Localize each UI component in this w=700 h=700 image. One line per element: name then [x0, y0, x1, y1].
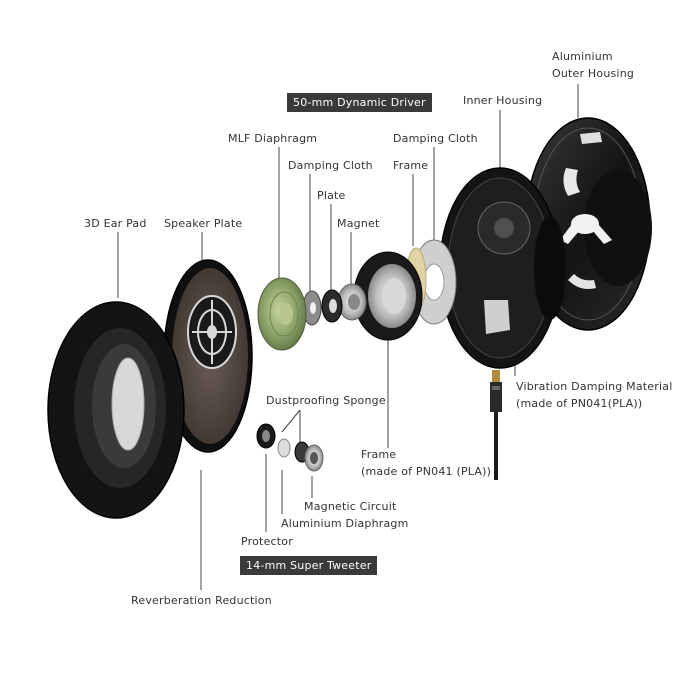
- label-aluminium-diaphragm: Aluminium Diaphragm: [281, 517, 409, 530]
- tweeter-shapes: [256, 423, 324, 472]
- plate-shape: [321, 289, 343, 323]
- label-speaker-plate: Speaker Plate: [164, 217, 243, 230]
- label-inner-housing: Inner Housing: [463, 94, 543, 107]
- label-mlf-diaphragm: MLF Diaphragm: [228, 132, 318, 145]
- label-frame-top: Frame: [393, 159, 429, 172]
- ear-pad-shape: [47, 301, 185, 519]
- driver-frame-shape: [353, 251, 423, 341]
- leader-dustproofing-sponge: [281, 409, 301, 433]
- label-plate: Plate: [317, 189, 346, 202]
- dynamic-driver-title: 50-mm Dynamic Driver: [287, 93, 432, 112]
- super-tweeter-title: 14-mm Super Tweeter: [240, 556, 378, 575]
- damping-cloth-1-shape: [302, 290, 322, 326]
- label-vibration-damping: Vibration Damping Material (made of PN04…: [516, 380, 673, 410]
- label-damping-cloth-2: Damping Cloth: [393, 132, 478, 145]
- label-dustproofing-sponge: Dustproofing Sponge: [266, 394, 386, 407]
- label-magnetic-circuit: Magnetic Circuit: [304, 500, 397, 513]
- mlf-diaphragm-shape: [257, 277, 307, 351]
- label-damping-cloth-1: Damping Cloth: [288, 159, 373, 172]
- speaker-plate-shape: [163, 259, 253, 453]
- cable-shape: [490, 370, 502, 480]
- inner-housing-shape: [439, 167, 566, 369]
- label-ear-pad: 3D Ear Pad: [84, 217, 147, 230]
- label-magnet: Magnet: [337, 217, 380, 230]
- label-protector: Protector: [241, 535, 293, 548]
- magnet-shape: [337, 283, 367, 321]
- label-frame-bottom: Frame (made of PN041 (PLA)): [361, 448, 492, 478]
- label-reverberation-reduction: Reverberation Reduction: [131, 594, 272, 607]
- label-outer-housing: Aluminium Outer Housing: [552, 50, 635, 80]
